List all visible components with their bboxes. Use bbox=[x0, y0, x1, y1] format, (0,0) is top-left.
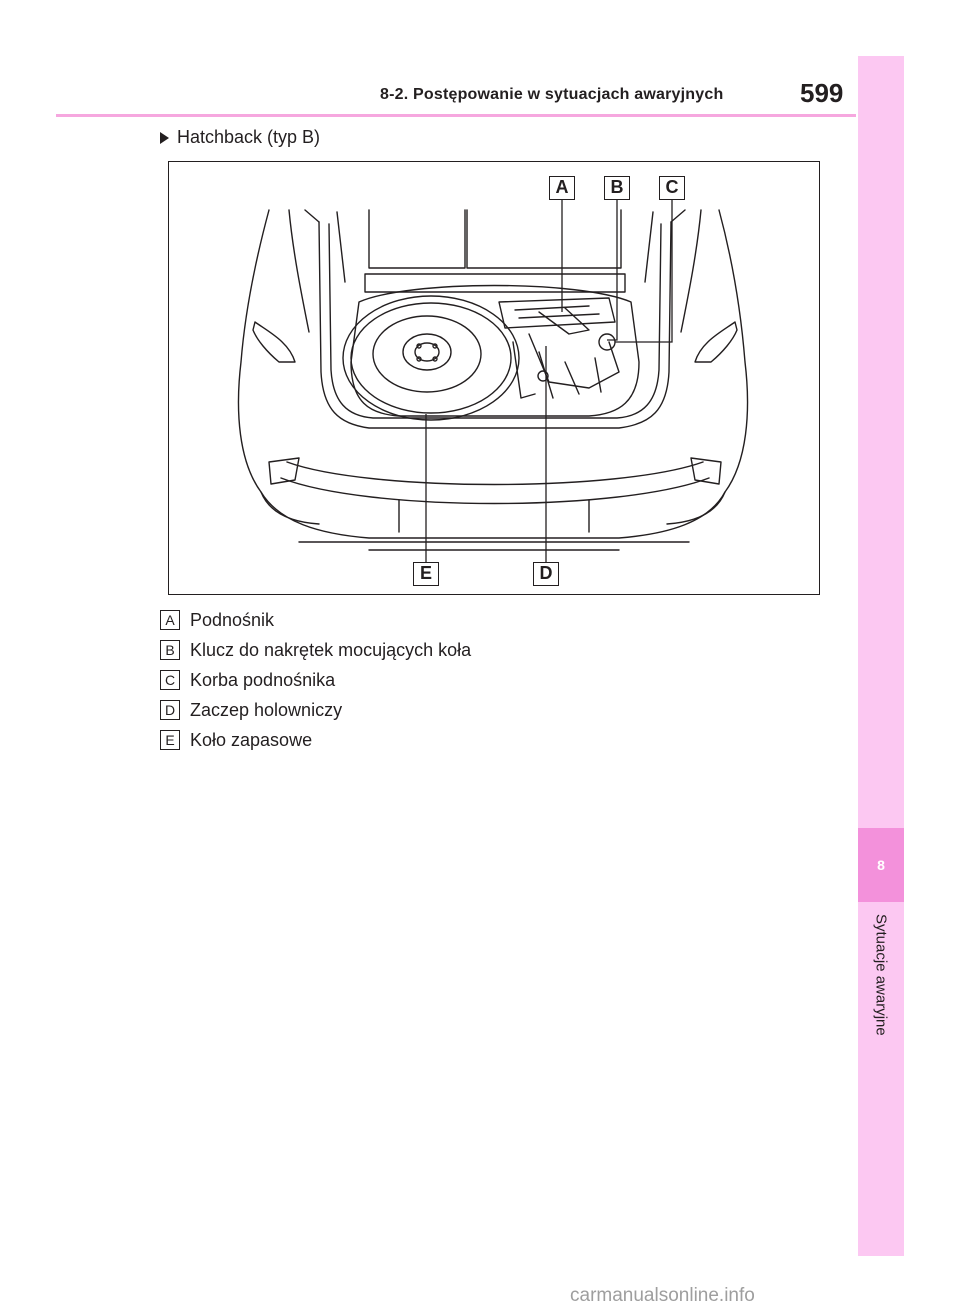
legend-text-d: Zaczep holowniczy bbox=[190, 699, 343, 720]
list-item: A Podnośnik bbox=[160, 605, 471, 635]
legend-text-c: Korba podnośnika bbox=[190, 669, 336, 690]
section-title: 8-2. Postępowanie w sytuacjach awaryjnyc… bbox=[380, 86, 724, 103]
list-item: B Klucz do nakrętek mocujących koła bbox=[160, 635, 471, 665]
legend-key-b: B bbox=[160, 640, 180, 660]
list-item: C Korba podnośnika bbox=[160, 665, 471, 695]
chapter-title: Sytuacje awaryjne bbox=[872, 914, 890, 1036]
legend-text-b: Klucz do nakrętek mocujących koła bbox=[190, 639, 472, 660]
section-heading-text: Hatchback (typ B) bbox=[177, 127, 321, 147]
legend-key-e: E bbox=[160, 730, 180, 750]
legend-key-c: C bbox=[160, 670, 180, 690]
callout-b: B bbox=[604, 176, 630, 200]
chapter-side-tab bbox=[858, 56, 904, 1256]
legend-text-a: Podnośnik bbox=[190, 609, 275, 630]
page-number: 599 bbox=[800, 78, 844, 108]
trunk-illustration: A B C D E bbox=[168, 161, 820, 595]
list-item: E Koło zapasowe bbox=[160, 725, 471, 755]
callout-e: E bbox=[413, 562, 439, 586]
callout-d: D bbox=[533, 562, 559, 586]
section-heading: Hatchback (typ B) bbox=[160, 127, 320, 148]
legend-key-d: D bbox=[160, 700, 180, 720]
chapter-number-badge[interactable]: 8 bbox=[858, 828, 904, 902]
callout-leaders bbox=[425, 200, 673, 562]
legend-text-e: Koło zapasowe bbox=[190, 729, 313, 750]
list-item: D Zaczep holowniczy bbox=[160, 695, 471, 725]
legend-list: A Podnośnik B Klucz do nakrętek mocujący… bbox=[160, 605, 471, 755]
callout-c: C bbox=[659, 176, 685, 200]
car-trunk-drawing bbox=[237, 209, 749, 551]
header-divider bbox=[56, 114, 856, 117]
triangle-bullet-icon bbox=[160, 131, 169, 144]
legend-key-a: A bbox=[160, 610, 180, 630]
callout-a: A bbox=[549, 176, 575, 200]
watermark: carmanualsonline.info bbox=[570, 1285, 755, 1306]
